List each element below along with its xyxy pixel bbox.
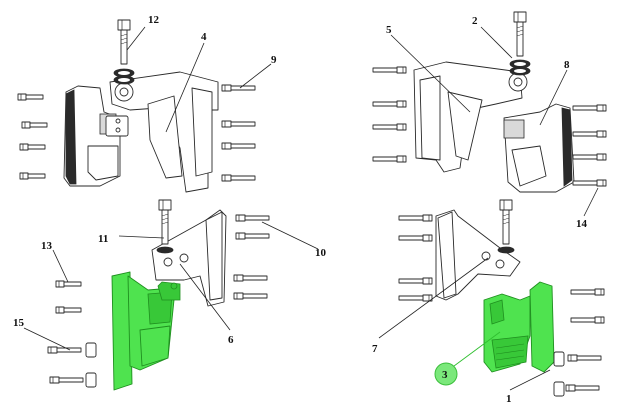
callout-9: 9 — [271, 54, 277, 66]
mount-bracket-top-right — [413, 61, 528, 173]
callout-14: 14 — [576, 218, 588, 230]
bolt-group-top-left-right — [221, 84, 256, 182]
callout-4: 4 — [201, 31, 207, 43]
callout-5: 5 — [386, 24, 392, 36]
assembly-bottom-left — [47, 199, 270, 391]
vertical-bolt-12 — [113, 19, 135, 85]
bolt-group-bottom-right-left — [398, 214, 433, 302]
callout-8: 8 — [564, 59, 570, 71]
assembly-bottom-right — [398, 199, 605, 397]
callout-15: 15 — [13, 317, 25, 329]
vertical-bolt-2 — [509, 11, 531, 76]
bolt-group-bottom-left-right — [233, 214, 270, 300]
callout-3-badge: 3 — [434, 362, 458, 386]
callout-3: 3 — [442, 369, 448, 381]
callout-1: 1 — [506, 393, 512, 405]
callout-7: 7 — [372, 343, 378, 355]
callout-6: 6 — [228, 334, 234, 346]
mount-bracket-top-left — [105, 71, 219, 193]
bolt-group-bottom-left-left — [47, 280, 97, 388]
callout-11: 11 — [98, 233, 108, 245]
mount-bracket-bottom-right — [435, 209, 521, 301]
assembly-top-left — [17, 19, 256, 193]
vertical-bolt-11 — [156, 199, 174, 254]
mount-bracket-bottom-left — [151, 209, 227, 307]
callout-2: 2 — [472, 15, 478, 27]
engine-mount-cushion-top-right — [503, 103, 575, 193]
callout-labels: 12 4 9 2 5 8 14 11 10 13 15 6 7 1 3 — [13, 14, 588, 405]
vertical-bolt-bottom-right — [497, 199, 515, 254]
callout-10: 10 — [315, 247, 327, 259]
callout-12: 12 — [148, 14, 160, 26]
bolt-group-top-right-right — [572, 104, 607, 187]
engine-mount-cushion-highlighted-bottom-right — [483, 281, 555, 373]
bolt-group-top-left-left — [17, 93, 48, 180]
engine-mount-cushion-highlighted-bottom-left — [111, 271, 181, 391]
bolt-group-top-right-left — [372, 66, 407, 163]
callout-13: 13 — [41, 240, 53, 252]
leader-lines — [23, 26, 599, 391]
bolt-group-bottom-right-right — [553, 288, 605, 397]
assembly-top-right — [372, 11, 607, 193]
